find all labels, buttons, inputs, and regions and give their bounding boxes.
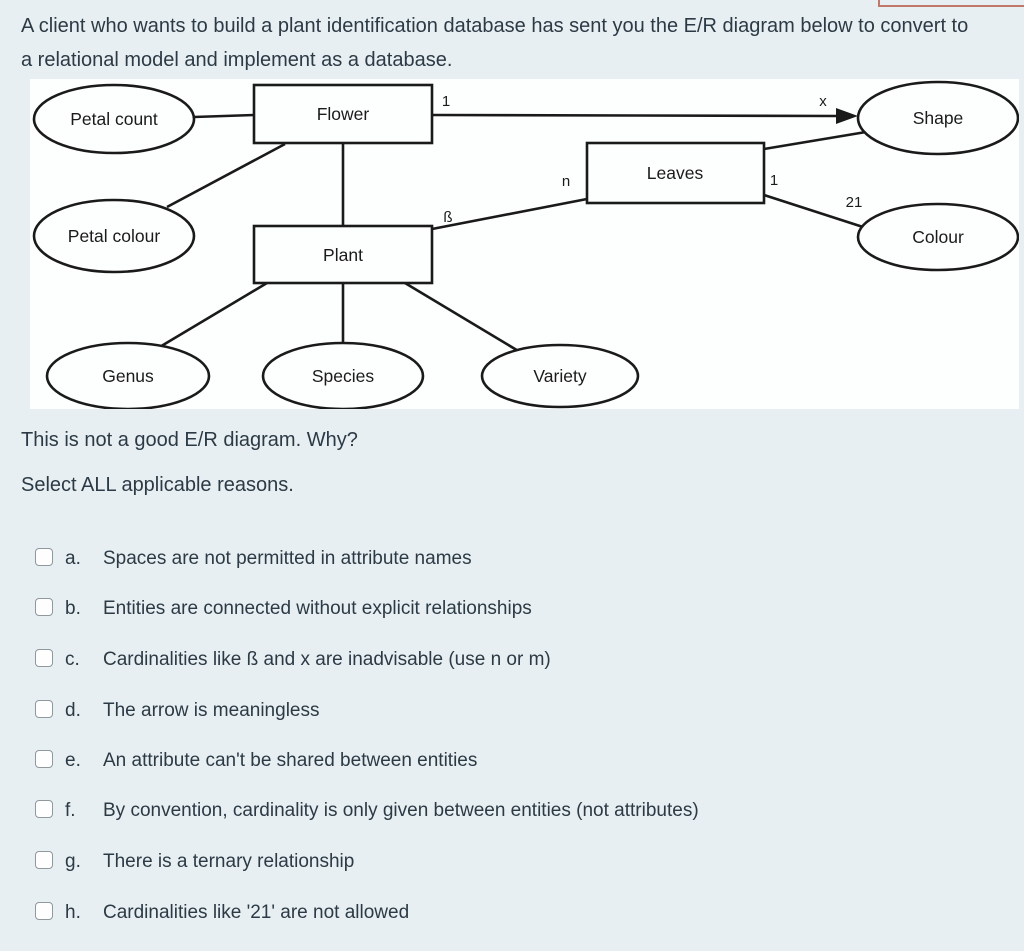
entity-plant: Plant <box>252 224 434 285</box>
er-diagram-connectors <box>157 108 867 354</box>
answer-option-e[interactable]: e. An attribute can't be shared between … <box>35 750 477 771</box>
option-text: Cardinalities like ß and x are inadvisab… <box>103 649 551 670</box>
line-leaves-shape <box>763 130 867 151</box>
option-text: There is a ternary relationship <box>103 851 355 872</box>
attribute-genus: Genus <box>45 341 211 409</box>
entity-leaves: Leaves <box>585 141 766 205</box>
checkbox-option-f[interactable] <box>35 800 53 818</box>
option-letter: h. <box>65 902 81 923</box>
checkbox-option-g[interactable] <box>35 851 53 869</box>
svg-text:Colour: Colour <box>912 227 964 247</box>
option-text: Cardinalities like '21' are not allowed <box>103 902 410 923</box>
option-letter: d. <box>65 700 81 721</box>
svg-text:Leaves: Leaves <box>647 163 704 183</box>
checkbox-option-e[interactable] <box>35 750 53 768</box>
option-letter: f. <box>65 800 76 821</box>
svg-text:Petal count: Petal count <box>70 109 158 129</box>
question-instruction: Select ALL applicable reasons. <box>21 474 294 496</box>
cardinality-plant-leaves-far: n <box>562 173 570 190</box>
checkbox-option-a[interactable] <box>35 548 53 566</box>
svg-text:Petal colour: Petal colour <box>68 226 161 246</box>
svg-text:Species: Species <box>312 366 375 386</box>
option-letter: g. <box>65 851 81 872</box>
line-petalcount-flower <box>193 113 255 119</box>
option-letter: b. <box>65 598 81 619</box>
svg-text:Plant: Plant <box>323 245 363 265</box>
attribute-colour: Colour <box>856 202 1019 272</box>
attribute-species: Species <box>261 341 425 409</box>
cardinality-plant-leaves-near: ß <box>443 209 452 226</box>
answer-option-h[interactable]: h. Cardinalities like '21' are not allow… <box>35 902 409 923</box>
answer-option-c[interactable]: c. Cardinalities like ß and x are inadvi… <box>35 649 551 670</box>
line-plant-genus <box>157 281 268 350</box>
option-text: An attribute can't be shared between ent… <box>103 750 478 771</box>
top-right-partial-box <box>878 0 1024 7</box>
answer-option-b[interactable]: b. Entities are connected without explic… <box>35 598 532 619</box>
option-letter: a. <box>65 548 81 569</box>
line-plant-leaves <box>431 197 588 231</box>
svg-text:Flower: Flower <box>317 104 370 124</box>
option-text: Spaces are not permitted in attribute na… <box>103 548 472 569</box>
cardinality-leaves-colour-near: 1 <box>770 172 778 189</box>
checkbox-option-b[interactable] <box>35 598 53 616</box>
answer-option-a[interactable]: a. Spaces are not permitted in attribute… <box>35 548 472 569</box>
attribute-variety: Variety <box>480 343 640 409</box>
option-letter: e. <box>65 750 81 771</box>
answer-option-g[interactable]: g. There is a ternary relationship <box>35 851 354 872</box>
attribute-petal-colour: Petal colour <box>32 198 196 274</box>
checkbox-option-d[interactable] <box>35 700 53 718</box>
line-petalcolour-flower <box>166 142 286 209</box>
line-flower-shape <box>431 113 839 118</box>
svg-text:Variety: Variety <box>533 366 586 386</box>
svg-text:Shape: Shape <box>913 108 964 128</box>
checkbox-option-h[interactable] <box>35 902 53 920</box>
cardinality-flower-shape-near: 1 <box>442 93 450 110</box>
question-intro-text: A client who wants to build a plant iden… <box>21 15 969 71</box>
option-text: Entities are connected without explicit … <box>103 598 532 619</box>
er-diagram: Petal count Petal colour Shape Colour Ge… <box>30 79 1019 409</box>
line-leaves-colour <box>763 193 864 229</box>
arrowhead-flower-shape <box>836 108 858 124</box>
checkbox-option-c[interactable] <box>35 649 53 667</box>
cardinality-flower-shape-far: x <box>819 93 827 110</box>
svg-text:Genus: Genus <box>102 366 154 386</box>
cardinality-leaves-colour-far: 21 <box>846 194 863 211</box>
attribute-shape: Shape <box>856 80 1019 156</box>
question-prompt: This is not a good E/R diagram. Why? <box>21 429 358 451</box>
entity-flower: Flower <box>252 83 434 145</box>
answer-option-f[interactable]: f. By convention, cardinality is only gi… <box>35 800 699 821</box>
attribute-petal-count: Petal count <box>32 83 196 155</box>
option-text: The arrow is meaningless <box>103 700 320 721</box>
option-letter: c. <box>65 649 80 670</box>
option-text: By convention, cardinality is only given… <box>103 800 699 821</box>
answer-option-d[interactable]: d. The arrow is meaningless <box>35 700 319 721</box>
line-plant-variety <box>404 281 521 354</box>
